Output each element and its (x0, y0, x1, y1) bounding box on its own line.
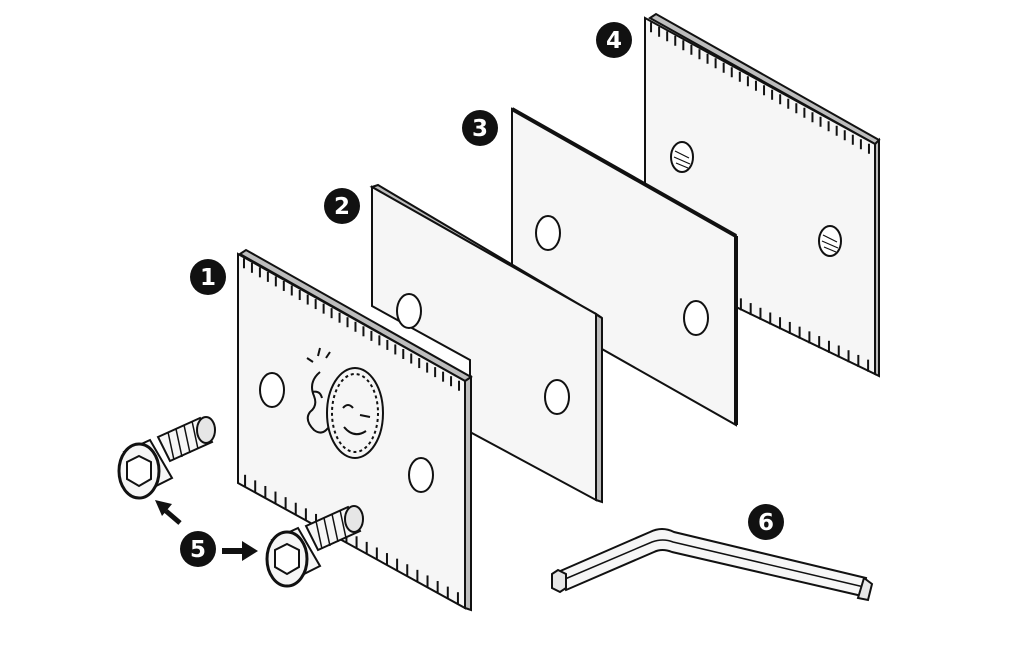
callout-badge-3: 3 (462, 110, 498, 146)
callout-number: 6 (758, 510, 774, 536)
arrow-icon (155, 500, 182, 525)
callout-badge-6: 6 (748, 504, 784, 540)
callout-badge-2: 2 (324, 188, 360, 224)
callout-badge-1: 1 (190, 259, 226, 295)
comb-teeth-4 (650, 22, 870, 372)
comb-plate-1 (237, 248, 473, 612)
callout-number: 5 (190, 537, 206, 563)
comb-plate-4 (644, 12, 881, 378)
callout-number: 2 (334, 194, 350, 220)
arrow-icon (222, 541, 258, 561)
socket-head-cap-screw-lower (265, 505, 364, 588)
threaded-hole (818, 225, 842, 257)
smiley-logo-icon (306, 347, 384, 459)
callout-number: 3 (472, 116, 488, 142)
comb-teeth-1 (242, 258, 461, 605)
callout-badge-4: 4 (596, 22, 632, 58)
plate-hole (544, 379, 570, 415)
plate-hole (535, 215, 561, 251)
plate-hole (683, 300, 709, 336)
allen-key-icon (551, 528, 874, 602)
plate-hole (408, 457, 434, 493)
callout-number: 1 (200, 265, 216, 291)
socket-head-cap-screw-upper (117, 416, 216, 500)
threaded-hole (670, 141, 694, 173)
flat-plate-3 (511, 107, 738, 427)
callout-number: 4 (606, 28, 622, 54)
callout-badge-5: 5 (180, 531, 216, 567)
plate-hole (396, 293, 422, 329)
plate-hole (259, 372, 285, 408)
